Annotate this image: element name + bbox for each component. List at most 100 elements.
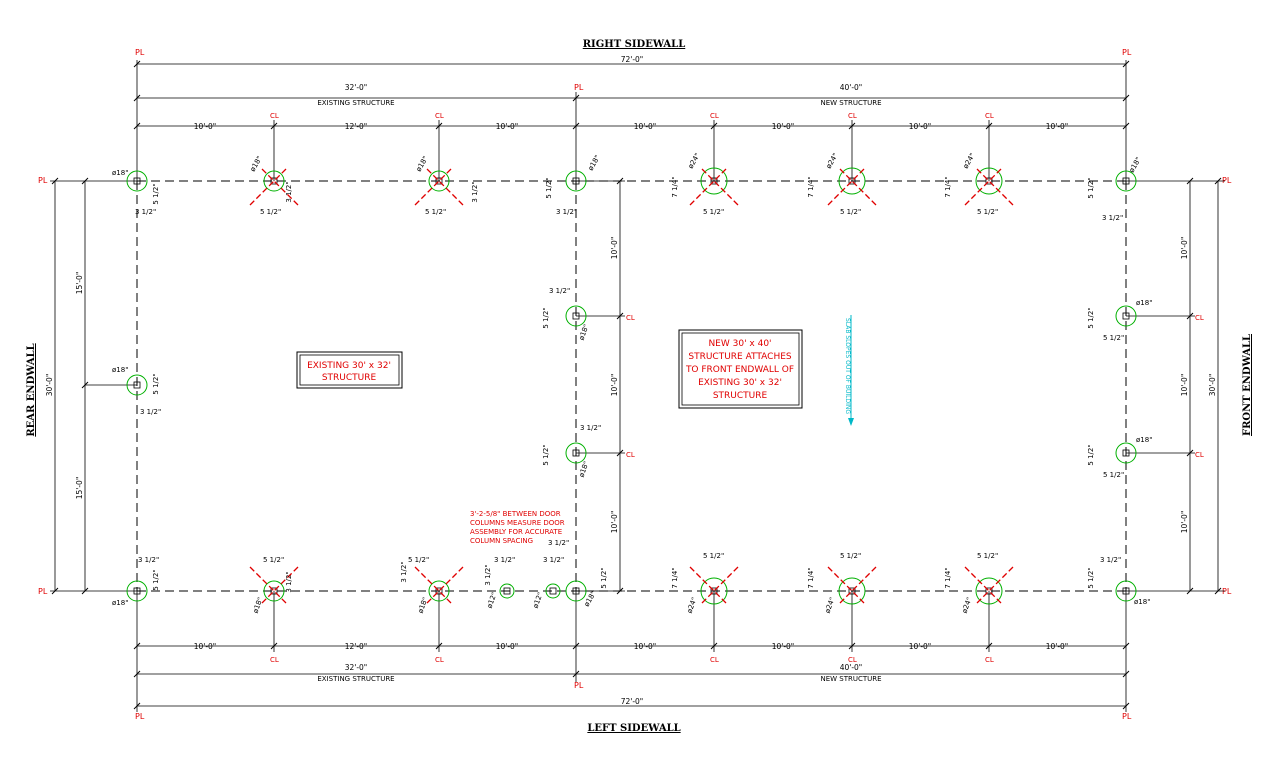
svg-text:3 1/2": 3 1/2": [548, 539, 569, 547]
svg-text:7 1/4": 7 1/4": [944, 176, 952, 197]
svg-text:10'-0": 10'-0": [610, 237, 619, 260]
svg-text:PL: PL: [1122, 712, 1132, 721]
svg-text:ø18": ø18": [1136, 436, 1152, 444]
svg-text:72'-0": 72'-0": [621, 55, 644, 64]
column-base: [1122, 312, 1130, 320]
column-base: [985, 177, 993, 185]
svg-text:STRUCTURE: STRUCTURE: [713, 391, 768, 401]
svg-text:10'-0": 10'-0": [1180, 237, 1189, 260]
svg-text:CL: CL: [435, 112, 444, 120]
svg-text:STRUCTURE: STRUCTURE: [322, 373, 377, 383]
svg-text:ø24": ø24": [824, 596, 837, 614]
svg-text:10'-0": 10'-0": [496, 122, 519, 131]
footing-circle: [565, 442, 587, 464]
svg-text:3 1/2": 3 1/2": [484, 564, 492, 585]
footing-circle: [975, 577, 1003, 605]
svg-text:CL: CL: [1195, 451, 1204, 459]
right-sidewall-title: RIGHT SIDEWALL: [583, 39, 686, 50]
red-diagonal: [701, 168, 739, 206]
svg-text:ø18": ø18": [112, 599, 128, 607]
red-diagonal: [249, 566, 287, 604]
svg-text:ø18": ø18": [249, 155, 264, 173]
svg-text:10'-0": 10'-0": [909, 122, 932, 131]
footing-circle: [565, 170, 587, 192]
svg-text:5 1/2": 5 1/2": [840, 552, 861, 560]
svg-text:7 1/4": 7 1/4": [807, 176, 815, 197]
svg-text:EXISTING STRUCTURE: EXISTING STRUCTURE: [317, 99, 394, 107]
centerline-markers: CL CL CL CL CL CL CL CL CL CL CL CL CL C…: [270, 112, 1204, 664]
svg-text:3 1/2": 3 1/2": [285, 571, 293, 592]
svg-text:PL: PL: [574, 681, 584, 690]
svg-text:5 1/2": 5 1/2": [840, 208, 861, 216]
svg-text:7 1/4": 7 1/4": [671, 567, 679, 588]
red-diagonal: [249, 168, 287, 206]
svg-text:5 1/2": 5 1/2": [1087, 567, 1095, 588]
svg-text:5 1/2": 5 1/2": [703, 552, 724, 560]
svg-text:5 1/2": 5 1/2": [425, 208, 446, 216]
svg-text:5 1/2": 5 1/2": [977, 552, 998, 560]
svg-text:3 1/2": 3 1/2": [543, 556, 564, 564]
svg-text:15'-0": 15'-0": [75, 477, 84, 500]
svg-text:PL: PL: [1222, 587, 1232, 596]
svg-text:72'-0": 72'-0": [621, 697, 644, 706]
footing-circle: [263, 580, 285, 602]
svg-text:3 1/2": 3 1/2": [140, 408, 161, 416]
red-diagonal: [827, 168, 865, 206]
svg-text:ø18": ø18": [1134, 598, 1150, 606]
rear-endwall-title: REAR ENDWALL: [26, 343, 37, 436]
svg-text:40'-0": 40'-0": [840, 663, 863, 672]
svg-text:ø18": ø18": [587, 154, 602, 172]
svg-text:PL: PL: [1122, 48, 1132, 57]
footing-circle: [838, 167, 866, 195]
svg-text:ø18": ø18": [1136, 299, 1152, 307]
footing-circle: [126, 374, 148, 396]
red-diagonal: [964, 566, 1002, 604]
svg-text:10'-0": 10'-0": [1046, 122, 1069, 131]
red-diagonal: [964, 168, 1002, 206]
svg-text:CL: CL: [848, 112, 857, 120]
svg-text:3 1/2": 3 1/2": [471, 181, 479, 202]
svg-text:32'-0": 32'-0": [345, 663, 368, 672]
footing-circle: [428, 580, 450, 602]
svg-text:CL: CL: [270, 112, 279, 120]
offset-labels: 3 1/2" 5 1/2" 5 1/2" 3 1/2" 5 1/2" 3 1/2…: [135, 176, 1124, 592]
footing-circle: [565, 305, 587, 327]
svg-text:ø12": ø12": [486, 591, 499, 609]
footing-circle: [263, 170, 285, 192]
svg-text:5 1/2": 5 1/2": [545, 177, 553, 198]
svg-text:10'-0": 10'-0": [634, 122, 657, 131]
footing-circle: [428, 170, 450, 192]
footing-circle: [126, 580, 148, 602]
svg-text:5 1/2": 5 1/2": [1087, 444, 1095, 465]
red-diagonal: [689, 566, 727, 604]
red-diagonal: [701, 566, 739, 604]
svg-text:CL: CL: [848, 656, 857, 664]
red-diagonal: [426, 168, 464, 206]
svg-text:ø24": ø24": [686, 596, 699, 614]
svg-text:5 1/2": 5 1/2": [1103, 471, 1124, 479]
svg-text:ø24": ø24": [961, 596, 974, 614]
svg-text:COLUMNS MEASURE DOOR: COLUMNS MEASURE DOOR: [470, 519, 565, 527]
svg-text:EXISTING STRUCTURE: EXISTING STRUCTURE: [317, 675, 394, 683]
svg-text:10'-0": 10'-0": [1180, 511, 1189, 534]
svg-text:10'-0": 10'-0": [1046, 642, 1069, 651]
column-base: [133, 381, 141, 389]
svg-text:PL: PL: [38, 176, 48, 185]
column-base: [133, 587, 141, 595]
red-diagonal: [827, 566, 865, 604]
dimension-ticks: [51, 60, 1222, 710]
svg-text:10'-0": 10'-0": [772, 642, 795, 651]
footing-circle: [545, 583, 561, 599]
svg-text:CL: CL: [626, 451, 635, 459]
svg-text:10'-0": 10'-0": [909, 642, 932, 651]
svg-text:3 1/2": 3 1/2": [580, 424, 601, 432]
svg-text:5 1/2": 5 1/2": [1103, 334, 1124, 342]
svg-text:40'-0": 40'-0": [840, 83, 863, 92]
svg-text:PL: PL: [135, 48, 145, 57]
svg-text:5 1/2": 5 1/2": [542, 307, 550, 328]
svg-text:CL: CL: [270, 656, 279, 664]
red-diagonal: [414, 168, 452, 206]
svg-text:7 1/4": 7 1/4": [671, 176, 679, 197]
svg-text:COLUMN SPACING: COLUMN SPACING: [470, 537, 533, 545]
